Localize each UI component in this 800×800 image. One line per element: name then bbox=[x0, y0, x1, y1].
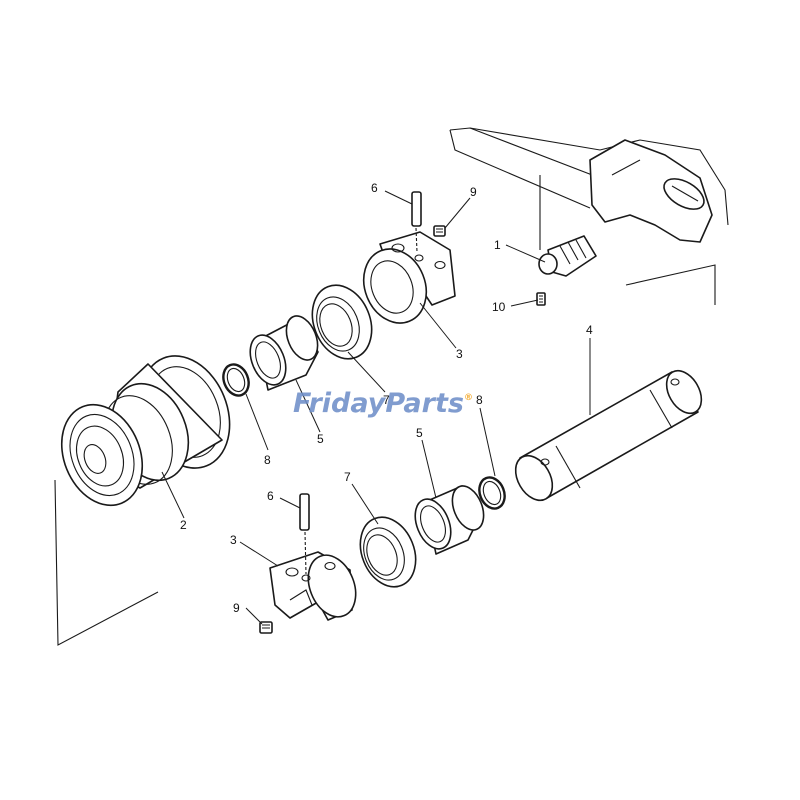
callout-7-lower: 7 bbox=[344, 470, 351, 484]
watermark-logo: FridayParts® bbox=[293, 388, 473, 419]
floating-seal-upper bbox=[311, 284, 373, 360]
callout-2: 2 bbox=[180, 518, 187, 532]
watermark-text-parts: Parts bbox=[385, 388, 464, 419]
callout-3-upper: 3 bbox=[456, 347, 463, 361]
callout-labels: 6 9 1 10 3 4 7 5 8 2 8 5 7 6 3 9 bbox=[180, 181, 593, 615]
callout-8-upper: 8 bbox=[264, 453, 271, 467]
callout-1: 1 bbox=[494, 238, 501, 252]
pin-upper bbox=[411, 191, 422, 253]
track-frame-icon bbox=[449, 127, 729, 305]
plug-lower bbox=[259, 621, 273, 634]
callout-9-upper: 9 bbox=[470, 185, 477, 199]
bushing-lower bbox=[414, 485, 485, 555]
callout-8-lower: 8 bbox=[476, 393, 483, 407]
callout-6-lower: 6 bbox=[267, 489, 274, 503]
plug-upper bbox=[433, 225, 446, 237]
callout-4: 4 bbox=[586, 323, 593, 337]
callout-6-upper: 6 bbox=[371, 181, 378, 195]
bushing-upper bbox=[249, 315, 319, 391]
o-ring-upper bbox=[222, 363, 250, 397]
bolt-part bbox=[536, 292, 546, 306]
floating-seal-lower bbox=[359, 516, 417, 588]
collar-lower bbox=[269, 551, 357, 621]
watermark-registered-mark: ® bbox=[464, 393, 473, 403]
collar-upper bbox=[362, 231, 456, 324]
track-roller-icon bbox=[54, 355, 231, 646]
leader-lines bbox=[161, 190, 591, 625]
callout-9-lower: 9 bbox=[233, 601, 240, 615]
watermark-text-friday: Friday bbox=[293, 388, 387, 419]
callout-3-lower: 3 bbox=[230, 533, 237, 547]
callout-5-upper: 5 bbox=[317, 432, 324, 446]
callout-7-upper: 7 bbox=[383, 393, 390, 407]
o-ring-lower bbox=[478, 476, 506, 510]
shaft-part bbox=[514, 369, 703, 502]
pin-lower bbox=[299, 493, 310, 575]
callout-5-lower: 5 bbox=[416, 426, 423, 440]
valve-part bbox=[538, 235, 597, 277]
callout-10: 10 bbox=[492, 300, 506, 314]
